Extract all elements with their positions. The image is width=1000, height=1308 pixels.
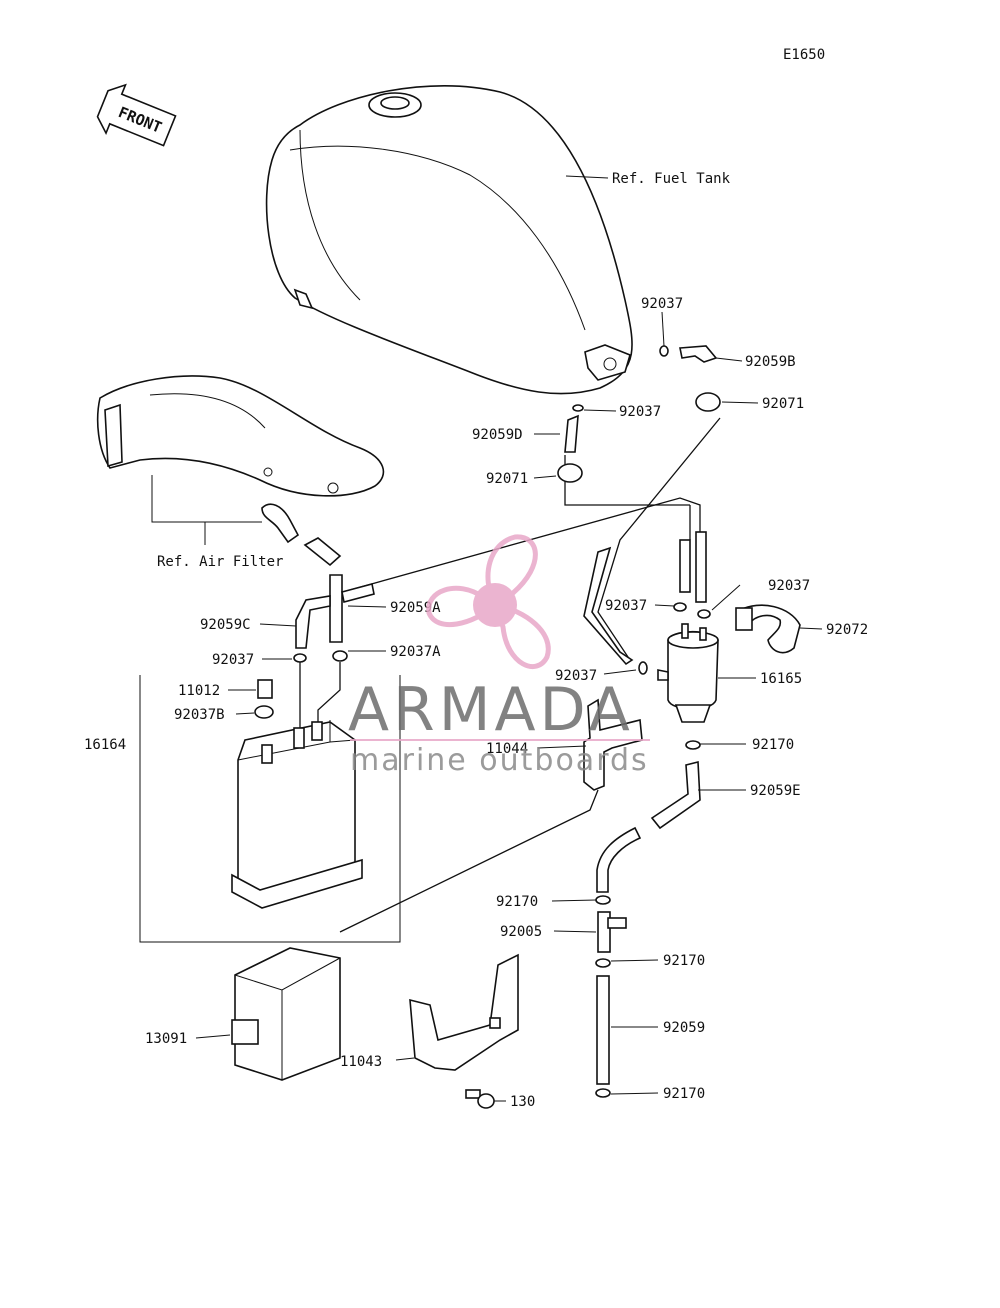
label-92037-tank-top: 92037 <box>641 296 683 312</box>
label-92059B: 92059B <box>745 354 796 370</box>
label-92170-top: 92170 <box>752 737 794 753</box>
label-92037-pump: 92037 <box>555 668 597 684</box>
part-labels: Ref. Fuel Tank 92037 92059B 92037 92071 … <box>84 171 868 1110</box>
watermark: ARMADA marine outboards <box>348 534 650 778</box>
label-92170-a: 92170 <box>496 894 538 910</box>
diagram-code: E1650 <box>783 47 825 63</box>
label-92170-bottom: 92170 <box>663 1086 705 1102</box>
label-16165: 16165 <box>760 671 802 687</box>
label-11012: 11012 <box>178 683 220 699</box>
label-92059A: 92059A <box>390 600 441 616</box>
label-92059: 92059 <box>663 1020 705 1036</box>
propeller-icon <box>426 534 551 670</box>
leader-lines <box>139 175 823 1102</box>
screw-icon <box>465 1089 495 1109</box>
label-11043: 11043 <box>340 1054 382 1070</box>
label-13091: 13091 <box>145 1031 187 1047</box>
label-16164: 16164 <box>84 737 126 753</box>
label-92037-right: 92037 <box>768 578 810 594</box>
grommet-icons <box>254 345 721 1098</box>
fuel-tank-icon <box>265 84 633 395</box>
label-ref-fuel-tank: Ref. Fuel Tank <box>612 171 731 187</box>
label-ref-air-filter: Ref. Air Filter <box>157 554 283 570</box>
label-130: 130 <box>510 1094 535 1110</box>
label-11044: 11044 <box>486 741 528 757</box>
label-92037-tank-bottom: 92037 <box>619 404 661 420</box>
watermark-title: ARMADA <box>348 675 634 745</box>
fuel-pump-icon <box>657 623 719 723</box>
canister-icon <box>231 720 363 909</box>
t-joint-icon <box>597 911 627 953</box>
bracket-lower-icon <box>409 953 519 1071</box>
canister-case-icon <box>231 947 341 1081</box>
air-filter-icon <box>96 375 385 567</box>
watermark-subtitle: marine outboards <box>350 743 649 778</box>
label-92037A: 92037A <box>390 644 441 660</box>
label-92071-left: 92071 <box>486 471 528 487</box>
label-92059D: 92059D <box>472 427 523 443</box>
label-92059C: 92059C <box>200 617 251 633</box>
label-92071-right: 92071 <box>762 396 804 412</box>
label-92037B: 92037B <box>174 707 225 723</box>
label-92005: 92005 <box>500 924 542 940</box>
clamp-icon <box>735 604 801 654</box>
hose-lines <box>295 345 721 1085</box>
label-92037-left: 92037 <box>212 652 254 668</box>
front-arrow-icon: FRONT <box>96 83 177 147</box>
label-92059E: 92059E <box>750 783 801 799</box>
label-92072: 92072 <box>826 622 868 638</box>
label-92170-b: 92170 <box>663 953 705 969</box>
label-92037-mid: 92037 <box>605 598 647 614</box>
bracket-upper-icon <box>583 698 643 791</box>
